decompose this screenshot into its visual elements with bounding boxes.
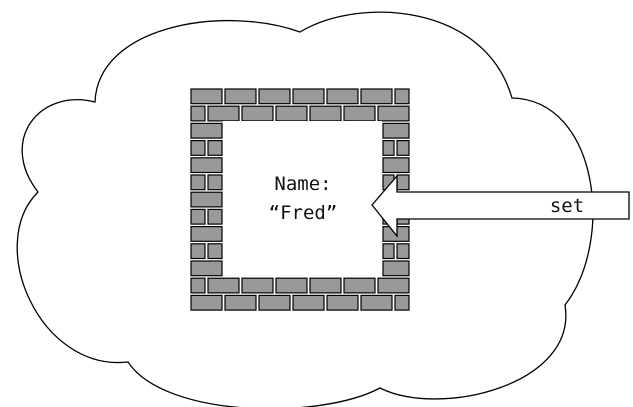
brick xyxy=(258,294,291,311)
brick xyxy=(309,105,342,122)
brick xyxy=(382,140,395,156)
brick xyxy=(241,277,274,294)
brick xyxy=(207,243,223,260)
brick xyxy=(360,294,393,311)
brick xyxy=(292,294,325,311)
brick xyxy=(275,105,308,122)
brick xyxy=(207,277,240,294)
brick xyxy=(207,174,223,191)
brick xyxy=(190,208,206,225)
brick xyxy=(382,260,410,277)
message-arrow xyxy=(371,174,630,238)
brick xyxy=(224,294,257,311)
brick xyxy=(190,174,206,191)
brick xyxy=(360,88,393,105)
brick xyxy=(241,105,274,122)
message-label: set xyxy=(550,195,584,217)
brick xyxy=(382,157,410,174)
brick xyxy=(190,226,223,242)
brick xyxy=(343,277,376,294)
brick xyxy=(190,140,206,156)
brick xyxy=(224,88,257,105)
brick xyxy=(207,208,223,225)
brick xyxy=(190,157,223,174)
brick xyxy=(190,260,223,277)
brick xyxy=(190,122,223,139)
brick xyxy=(326,88,359,105)
brick xyxy=(190,277,206,294)
object-interior xyxy=(223,121,382,277)
brick xyxy=(190,105,206,122)
brick xyxy=(190,243,206,260)
brick xyxy=(396,243,410,260)
field-value: “Fred” xyxy=(269,202,338,224)
field-label: Name: xyxy=(274,173,331,195)
brick xyxy=(326,294,359,311)
brick xyxy=(382,122,410,139)
brick xyxy=(309,277,342,294)
brick xyxy=(377,277,410,294)
brick xyxy=(394,294,410,311)
brick xyxy=(396,140,410,156)
brick xyxy=(292,88,325,105)
brick xyxy=(275,277,308,294)
brick xyxy=(377,105,410,122)
brick xyxy=(207,105,240,122)
brick xyxy=(258,88,291,105)
brick xyxy=(396,174,410,191)
brick xyxy=(207,140,223,156)
brick xyxy=(190,294,223,311)
brick xyxy=(190,88,223,105)
brick xyxy=(343,105,376,122)
brick-wall xyxy=(190,88,410,311)
brick xyxy=(382,243,395,260)
brick xyxy=(394,88,410,105)
brick xyxy=(190,191,223,208)
